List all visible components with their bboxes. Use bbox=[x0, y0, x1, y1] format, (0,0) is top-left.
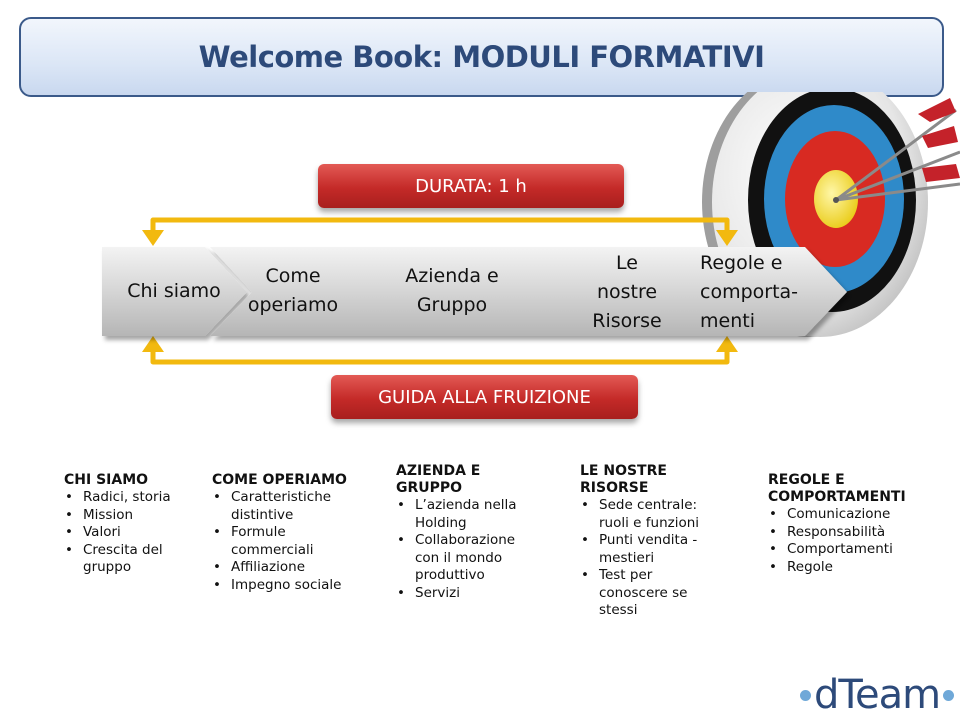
column-chi-siamo: CHI SIAMO Radici, storia Mission Valori … bbox=[64, 472, 204, 577]
column-header: COME OPERIAMO bbox=[212, 472, 347, 488]
list-item: Test per conoscere se stessi bbox=[580, 567, 730, 620]
list-item: Crescita del gruppo bbox=[64, 542, 204, 577]
step-label-come-operiamo: Come operiamo bbox=[247, 265, 339, 316]
column-nostre-risorse: LE NOSTRE RISORSE Sede centrale: ruoli e… bbox=[580, 463, 730, 620]
chevron-step-3 bbox=[360, 247, 569, 336]
step-label-nostre-risorse: Le nostre Risorse bbox=[592, 252, 662, 332]
step-label-regole: Regole e comporta- menti bbox=[700, 252, 799, 332]
guida-banner: GUIDA ALLA FRUIZIONE bbox=[331, 375, 638, 419]
list-item: Collaborazione con il mondo produttivo bbox=[396, 532, 546, 585]
arrow-icon bbox=[835, 108, 960, 202]
logo-dot bbox=[800, 689, 811, 701]
list-item: Affiliazione bbox=[212, 559, 372, 577]
column-list: Sede centrale: ruoli e funzioni Punti ve… bbox=[580, 497, 730, 620]
list-item: Sede centrale: ruoli e funzioni bbox=[580, 497, 730, 532]
column-regole: REGOLE E COMPORTAMENTI Comunicazione Res… bbox=[768, 472, 938, 576]
dteam-logo: dTeam bbox=[800, 672, 960, 718]
list-item: Radici, storia bbox=[64, 489, 204, 507]
list-item: Punti vendita - mestieri bbox=[580, 532, 730, 567]
column-list: L’azienda nella Holding Collaborazione c… bbox=[396, 497, 546, 602]
chevron-step-2 bbox=[210, 247, 404, 336]
list-item: Mission bbox=[64, 507, 204, 525]
list-item: Formule commerciali bbox=[212, 524, 372, 559]
list-item: Caratteristiche distintive bbox=[212, 489, 372, 524]
column-header: REGOLE E COMPORTAMENTI bbox=[768, 472, 906, 505]
step-label-chi-siamo: Chi siamo bbox=[127, 280, 221, 302]
page-title: Welcome Book: MODULI FORMATIVI bbox=[198, 40, 765, 74]
column-list: Caratteristiche distintive Formule comme… bbox=[212, 489, 372, 594]
column-azienda-gruppo: AZIENDA E GRUPPO L’azienda nella Holding… bbox=[396, 463, 546, 602]
step-label-azienda-gruppo: Azienda e Gruppo bbox=[405, 265, 499, 316]
column-header: LE NOSTRE RISORSE bbox=[580, 463, 667, 496]
title-bar: Welcome Book: MODULI FORMATIVI bbox=[19, 17, 944, 97]
column-come-operiamo: COME OPERIAMO Caratteristiche distintive… bbox=[212, 472, 372, 594]
list-item: Comportamenti bbox=[768, 541, 938, 559]
chevron-step-4 bbox=[526, 247, 705, 336]
list-item: Regole bbox=[768, 559, 938, 577]
list-item: Responsabilità bbox=[768, 524, 938, 542]
list-item: L’azienda nella Holding bbox=[396, 497, 546, 532]
chevron-step-1 bbox=[102, 247, 247, 336]
column-list: Radici, storia Mission Valori Crescita d… bbox=[64, 489, 204, 577]
list-item: Valori bbox=[64, 524, 204, 542]
cycle-arrow-icon bbox=[150, 217, 730, 365]
list-item: Impegno sociale bbox=[212, 577, 372, 595]
column-list: Comunicazione Responsabilità Comportamen… bbox=[768, 506, 938, 576]
column-header: AZIENDA E GRUPPO bbox=[396, 463, 481, 496]
chevron-step-5 bbox=[662, 247, 847, 336]
column-header: CHI SIAMO bbox=[64, 472, 149, 488]
logo-text: dTeam bbox=[814, 672, 941, 718]
durata-banner: DURATA: 1 h bbox=[318, 164, 624, 208]
list-item: Servizi bbox=[396, 585, 546, 603]
logo-dot bbox=[943, 689, 955, 701]
list-item: Comunicazione bbox=[768, 506, 938, 524]
